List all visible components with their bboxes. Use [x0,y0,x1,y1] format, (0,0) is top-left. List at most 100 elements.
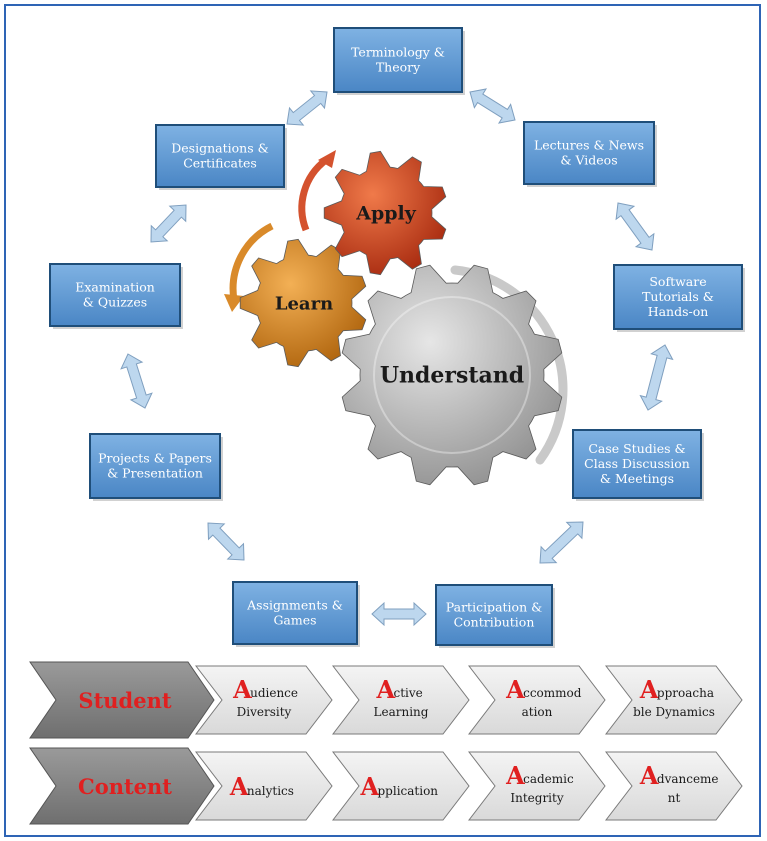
row-item-initial: A [505,675,525,704]
apply-gear: Apply [323,150,447,276]
row-item-initial: A [376,675,396,704]
node-box [435,584,553,646]
row-item-initial: A [360,772,380,801]
row-item-text: Learning [374,705,429,719]
row-item-text: pplication [378,784,439,798]
understand-gear-label: Understand [380,363,524,389]
apply-gear-body [323,150,447,276]
row-item-text: dvanceme [657,772,719,786]
node-label-line: Contribution [454,615,535,630]
row-item-initial: A [232,675,252,704]
node-label-line: Examination [75,280,155,295]
row-item-chevron [467,665,606,735]
learn-arc-arrow [229,222,274,301]
row-item-text: ation [522,705,553,719]
arrow-software-casestudies [639,344,674,411]
row-item-initial: A [505,761,525,790]
row-header-chevron [29,747,215,825]
row-header-label: Content [78,774,172,799]
node-label-line: & Meetings [600,471,674,486]
node-label-line: & Presentation [107,466,203,481]
row-item-text: nt [668,791,681,805]
row-item-chevron [194,751,333,821]
row-item-initial: A [639,761,659,790]
node-label-line: Case Studies & [588,441,685,456]
arrow-assignments-projects [207,522,245,561]
node-label-line: & Quizzes [83,295,147,310]
node-box [49,263,181,327]
understand-gear-body [341,264,563,486]
row-item-text: pproacha [657,686,714,700]
row-header-chevron [29,661,215,739]
row-item-initial: A [229,772,249,801]
gears: Understand Learn Apply [239,150,563,486]
node-case-studies: Case Studies &Class Discussion& Meetings [572,429,704,501]
row-item-text: udience [250,686,298,700]
row-item-initial: A [639,675,659,704]
row-item-chevron [604,751,743,821]
row-item-text: ble Dynamics [633,705,715,719]
node-box [155,124,285,188]
node-box [613,264,743,330]
node-label-line: & Videos [560,153,617,168]
node-lectures: Lectures & News& Videos [523,121,657,187]
node-label-line: Assignments & [246,598,343,613]
node-label-line: Designations & [171,141,268,156]
node-box [89,433,221,499]
row-item-chevron [331,665,470,735]
arrow-casestudies-participation [539,521,584,564]
arrow-lectures-software [615,202,655,251]
row-item-chevron [331,751,470,821]
node-label-line: Certificates [183,156,257,171]
row-item-text: Diversity [237,705,292,719]
node-box [572,429,702,499]
node-label-line: Participation & [446,600,542,615]
node-label-line: Class Discussion [584,456,690,471]
apply-arc-arrow [298,157,329,232]
node-label-line: Games [273,613,316,628]
arrow-terminology-designations [286,90,328,126]
node-participation: Participation &Contribution [435,584,555,648]
node-box [333,27,463,93]
row-item-text: ctive [394,686,423,700]
arrow-participation-assignments [371,601,427,627]
node-label-line: Software [649,274,706,289]
row-item-text: ccommod [523,686,582,700]
node-box [523,121,655,185]
row-item-chevron [467,751,606,821]
row-item-chevron [604,665,743,735]
node-label-line: Tutorials & [642,289,714,304]
node-label-line: Hands-on [648,304,709,319]
learn-gear-label: Learn [275,293,333,314]
node-label-line: Lectures & News [534,138,644,153]
node-label-line: Theory [376,60,421,75]
node-box [232,581,358,645]
node-projects: Projects & Papers& Presentation [89,433,223,501]
node-terminology: Terminology &Theory [333,27,465,95]
row-item-chevron [194,665,333,735]
row-item-text: cademic [523,772,574,786]
node-assignments: Assignments &Games [232,581,360,647]
node-examination: Examination& Quizzes [49,263,183,329]
understand-gear: Understand [341,264,563,486]
row-item-text: Integrity [510,791,563,805]
arrow-examination-designations [150,204,187,243]
row-header-label: Student [78,688,171,713]
arrow-terminology-lectures [469,88,516,124]
node-designations: Designations &Certificates [155,124,287,190]
row-item-text: nalytics [247,784,294,798]
